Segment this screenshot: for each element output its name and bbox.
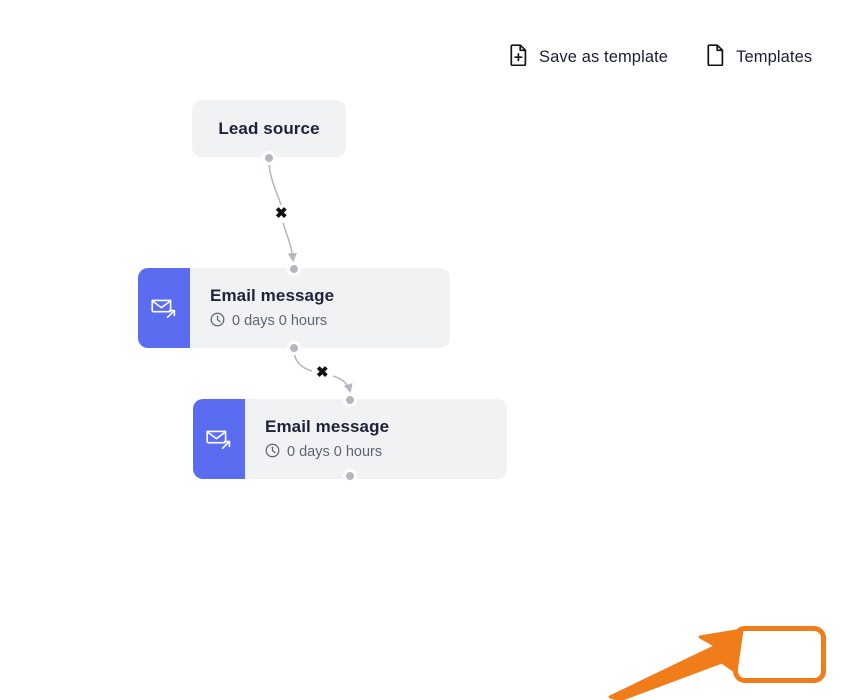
email-send-icon [193, 399, 245, 479]
save-as-template-label: Save as template [539, 48, 669, 66]
delete-connector-2[interactable]: ✖ [316, 364, 329, 381]
templates-label: Templates [736, 48, 813, 66]
footer-actions: Previous Discover only Launch [0, 626, 867, 686]
node-email-message-1-delay: 0 days 0 hours [210, 312, 334, 331]
node-email-message-2-body: Email message 0 days 0 hours [245, 399, 409, 479]
node-email-message-1-body: Email message 0 days 0 hours [190, 268, 354, 348]
templates-button[interactable]: Templates [702, 41, 816, 74]
port-email-1-in[interactable] [287, 262, 301, 276]
node-email-message-2-delay: 0 days 0 hours [265, 443, 389, 462]
node-email-message-2-delay-label: 0 days 0 hours [287, 444, 383, 461]
document-icon [706, 44, 725, 71]
node-email-message-1-delay-label: 0 days 0 hours [232, 313, 328, 330]
node-lead-source-title: Lead source [218, 118, 320, 138]
port-lead-source-out[interactable] [262, 151, 276, 165]
node-email-message-1[interactable]: Email message 0 days 0 hours [138, 268, 450, 348]
clock-icon [265, 443, 280, 462]
workflow-toolbar: Save as template Templates [505, 41, 816, 74]
node-email-message-2[interactable]: Email message 0 days 0 hours [193, 399, 507, 479]
email-send-icon [138, 268, 190, 348]
document-plus-icon [509, 44, 528, 71]
node-email-message-2-title: Email message [265, 417, 390, 437]
port-email-2-in[interactable] [343, 393, 357, 407]
save-as-template-button[interactable]: Save as template [505, 41, 672, 74]
clock-icon [210, 312, 225, 331]
port-email-1-out[interactable] [287, 341, 301, 355]
port-email-2-out[interactable] [343, 469, 357, 483]
delete-connector-1[interactable]: ✖ [275, 205, 288, 222]
node-lead-source[interactable]: Lead source [192, 100, 346, 157]
node-email-message-1-title: Email message [210, 286, 335, 306]
